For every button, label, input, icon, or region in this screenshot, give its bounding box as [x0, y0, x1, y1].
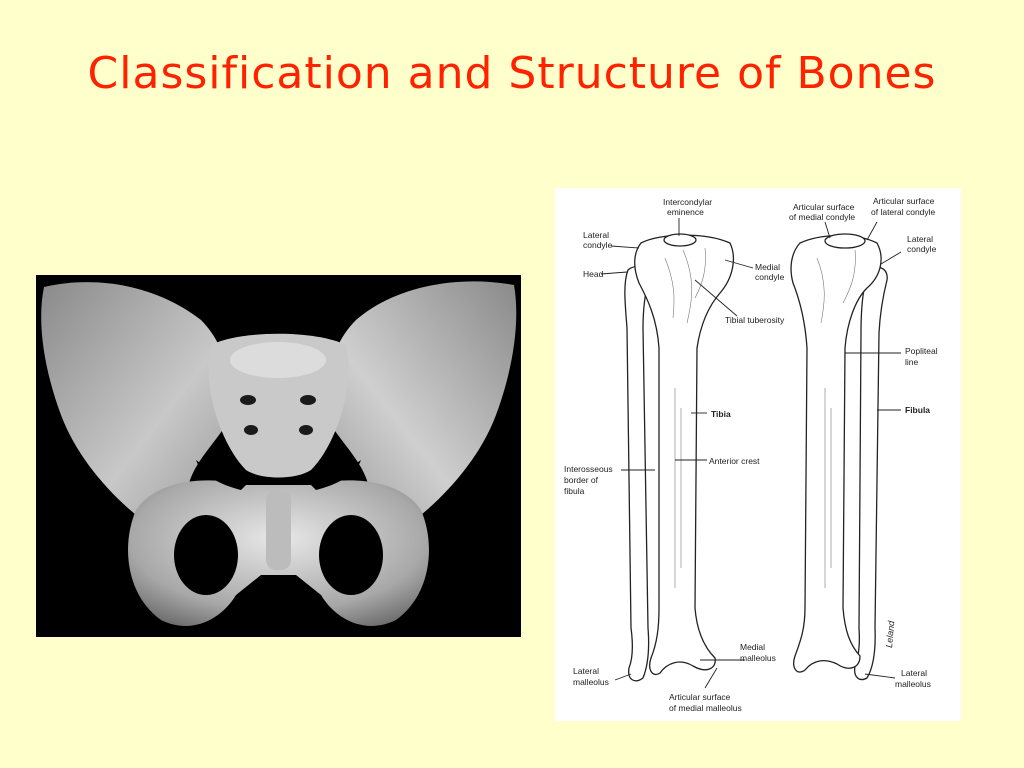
- fibula-left: [624, 266, 650, 682]
- label-intercondylar-eminence-2: eminence: [667, 207, 704, 217]
- pelvis-illustration: [41, 281, 517, 626]
- label-articular-lateral-condyle-2: of lateral condyle: [871, 207, 936, 217]
- label-tibial-tuberosity: Tibial tuberosity: [725, 315, 785, 325]
- label-lateral-malleolus-left-2: malleolus: [573, 677, 609, 687]
- intercondylar-eminence-left: [663, 233, 697, 247]
- artist-signature: Leland: [884, 619, 896, 648]
- label-articular-medial-condyle-2: of medial condyle: [789, 212, 855, 222]
- tibia-left: [634, 234, 734, 676]
- label-medial-malleolus-2: malleolus: [740, 653, 776, 663]
- label-articular-medial-malleolus-2: of medial malleolus: [669, 703, 742, 713]
- label-articular-medial-condyle: Articular surface: [793, 202, 855, 212]
- label-fibula: Fibula: [905, 405, 930, 415]
- label-lateral-malleolus-right-2: malleolus: [895, 679, 931, 689]
- label-popliteal-line: Popliteal: [905, 346, 938, 356]
- label-interosseous-border-2: border of: [564, 475, 599, 485]
- label-lateral-condyle-left: Lateral: [583, 230, 609, 240]
- slide-title: Classification and Structure of Bones: [87, 48, 937, 99]
- leg-bones-illustration: Intercondylar eminence Lateral condyle H…: [564, 196, 938, 713]
- label-articular-medial-malleolus: Articular surface: [669, 692, 731, 702]
- label-intercondylar-eminence: Intercondylar: [663, 197, 712, 207]
- label-tibia: Tibia: [711, 409, 731, 419]
- label-medial-condyle-2: condyle: [755, 272, 785, 282]
- label-anterior-crest: Anterior crest: [709, 456, 760, 466]
- fibula-right: [854, 266, 888, 681]
- label-medial-condyle: Medial: [755, 262, 780, 272]
- label-interosseous-border: Interosseous: [564, 464, 613, 474]
- label-lateral-condyle-left-2: condyle: [583, 240, 613, 250]
- label-popliteal-line-2: line: [905, 357, 919, 367]
- tibia-fibula-diagram: Intercondylar eminence Lateral condyle H…: [555, 188, 961, 721]
- label-head: Head: [583, 269, 604, 279]
- label-lateral-malleolus-right: Lateral: [901, 668, 927, 678]
- tibia-left-shading: [664, 247, 706, 588]
- tibia-right: [790, 234, 882, 673]
- label-lateral-malleolus-left: Lateral: [573, 666, 599, 676]
- pelvis-image: [36, 275, 521, 637]
- label-articular-lateral-condyle: Articular surface: [873, 196, 935, 206]
- label-medial-malleolus: Medial: [740, 642, 765, 652]
- label-lateral-condyle-right: Lateral: [907, 234, 933, 244]
- tibia-right-shading: [816, 249, 856, 588]
- label-interosseous-border-3: fibula: [564, 486, 585, 496]
- articular-surfaces-right: [824, 233, 866, 249]
- label-lateral-condyle-right-2: condyle: [907, 244, 937, 254]
